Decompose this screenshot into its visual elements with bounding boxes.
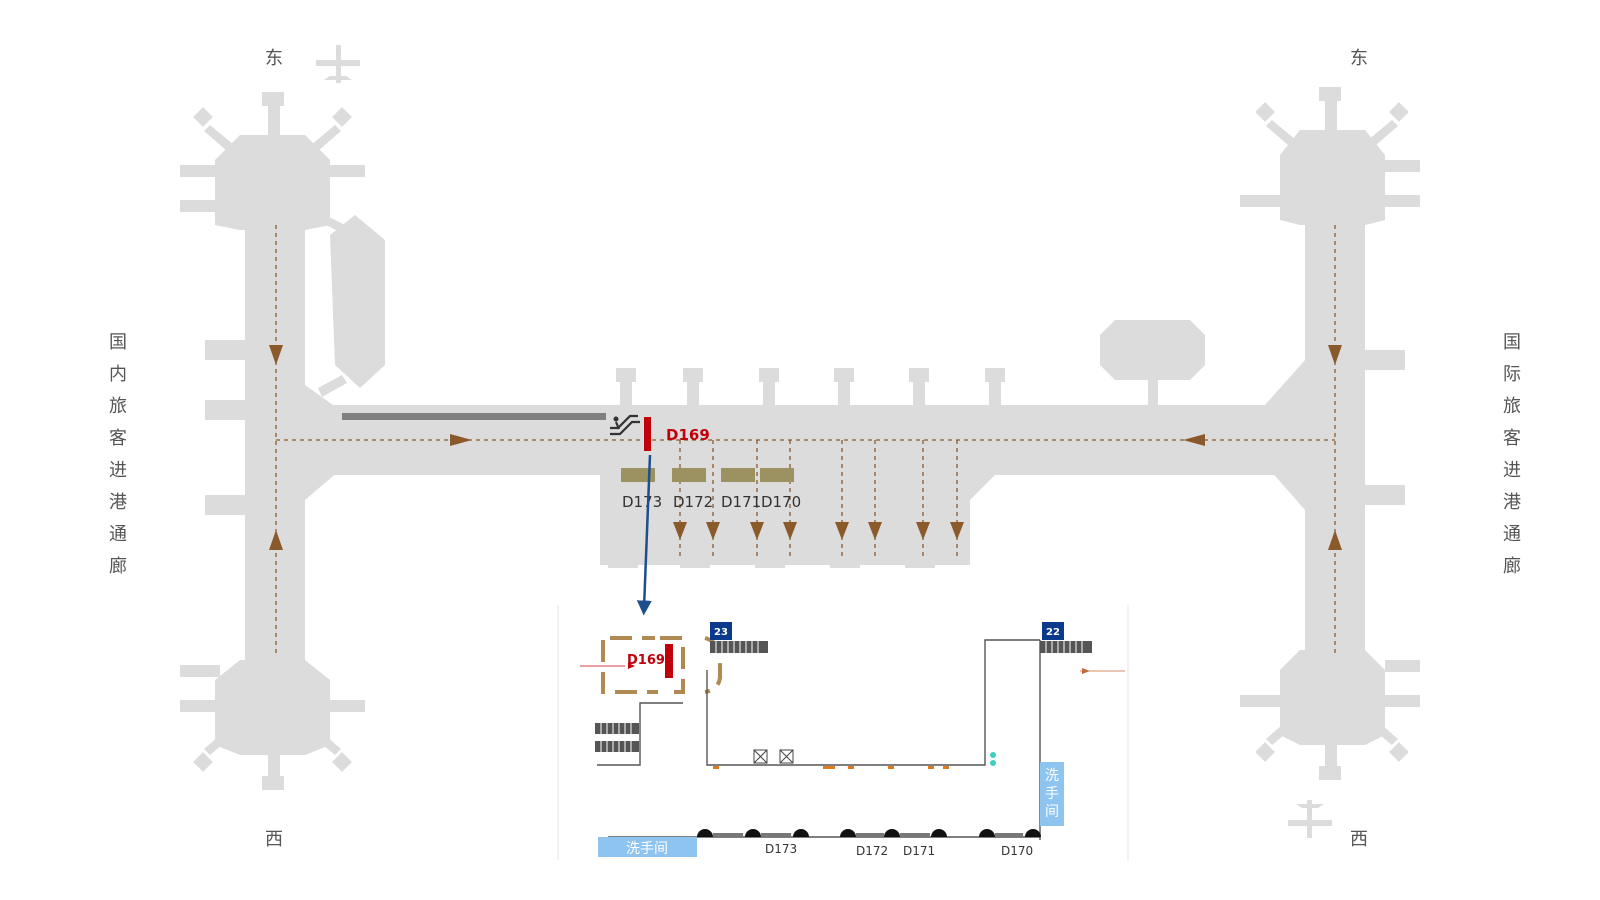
arrow-down-icon [835, 522, 849, 540]
arrow-down-icon [750, 522, 764, 540]
arrow-down-icon [783, 522, 797, 540]
path-arrows [269, 345, 1342, 550]
left-bottom-hub [215, 660, 330, 755]
pointer-arrow [636, 454, 652, 616]
svg-text:港: 港 [1503, 492, 1521, 513]
inset-checkpoints [753, 749, 794, 764]
svg-text:进: 进 [1503, 460, 1521, 481]
gate-label-d171: D171 [721, 493, 761, 511]
arrow-up-icon [1328, 530, 1342, 550]
corridor-label-domestic: 国 内 旅 客 进 港 通 廊 [109, 332, 127, 577]
left-concourse [180, 92, 385, 790]
svg-text:22: 22 [1046, 627, 1060, 638]
compass-left-bottom: 西 [265, 829, 283, 850]
compass-left-top: 东 [265, 48, 283, 69]
d169-label: D169 [666, 426, 710, 444]
inset-gate-badge-22 [1042, 622, 1064, 640]
arrow-down-icon [916, 522, 930, 540]
gate-blocks [621, 468, 794, 482]
moving-walkway [342, 413, 606, 420]
compass-right-bottom: 西 [1350, 829, 1368, 850]
airplane-icon [1288, 800, 1332, 838]
svg-text:客: 客 [109, 428, 127, 449]
svg-text:旅: 旅 [109, 396, 127, 417]
svg-text:通: 通 [109, 524, 127, 545]
inset-map: D169 [557, 605, 1129, 860]
svg-text:手: 手 [1045, 786, 1059, 802]
svg-text:内: 内 [109, 364, 127, 385]
svg-text:旅: 旅 [1503, 396, 1521, 417]
inset-gate-label-d172: D172 [856, 844, 888, 858]
arrow-down-icon [673, 522, 687, 540]
arrow-down-icon [269, 345, 283, 365]
svg-text:客: 客 [1503, 428, 1521, 449]
inset-gate-label-d171: D171 [903, 844, 935, 858]
arrow-up-icon [269, 530, 283, 550]
corridor-label-international: 国 际 旅 客 进 港 通 廊 [1503, 332, 1521, 577]
right-concourse [1240, 87, 1420, 780]
gate-label-d170: D170 [761, 493, 801, 511]
arrow-down-icon [868, 522, 882, 540]
svg-text:通: 通 [1503, 524, 1521, 545]
arrow-down-icon [950, 522, 964, 540]
inset-d169-marker [665, 644, 673, 678]
arrow-down-icon [706, 522, 720, 540]
left-top-hub [215, 135, 330, 230]
svg-text:廊: 廊 [1503, 556, 1521, 577]
gate-label-d172: D172 [673, 493, 713, 511]
inset-d169-label: D169 [627, 653, 665, 668]
inset-gate-label-d173: D173 [765, 842, 797, 856]
main-concourse [245, 320, 1335, 568]
inset-washroom-bottom [598, 837, 697, 857]
inset-escalators [595, 641, 1092, 752]
arrow-left-icon [1183, 434, 1205, 446]
svg-text:23: 23 [714, 627, 728, 638]
svg-text:间: 间 [1045, 804, 1059, 820]
right-bottom-hub [1280, 650, 1385, 745]
inset-washroom-right [1040, 762, 1064, 826]
svg-text:际: 际 [1503, 364, 1521, 385]
svg-text:国: 国 [109, 332, 127, 353]
inset-gate-badge-23 [710, 622, 732, 640]
svg-text:国: 国 [1503, 332, 1521, 353]
escalator-icon [610, 414, 640, 436]
gate-label-d173: D173 [622, 493, 662, 511]
svg-text:廊: 廊 [109, 556, 127, 577]
arrow-down-icon [1328, 345, 1342, 365]
inset-boarding-gates [697, 829, 1041, 837]
inset-seat-marks [713, 766, 949, 769]
right-lounge [1100, 320, 1205, 380]
compass-right-top: 东 [1350, 48, 1368, 69]
svg-text:洗: 洗 [1045, 768, 1059, 784]
d169-marker [644, 417, 651, 451]
svg-text:进: 进 [109, 460, 127, 481]
right-top-hub [1280, 130, 1385, 225]
airplane-icon [316, 45, 360, 83]
svg-text:港: 港 [109, 492, 127, 513]
svg-text:洗手间: 洗手间 [626, 841, 668, 857]
arrow-right-icon [450, 434, 472, 446]
inset-walls [597, 639, 1041, 840]
inset-gate-label-d170: D170 [1001, 844, 1033, 858]
left-lounge [330, 215, 385, 388]
lower-pier [600, 470, 970, 565]
